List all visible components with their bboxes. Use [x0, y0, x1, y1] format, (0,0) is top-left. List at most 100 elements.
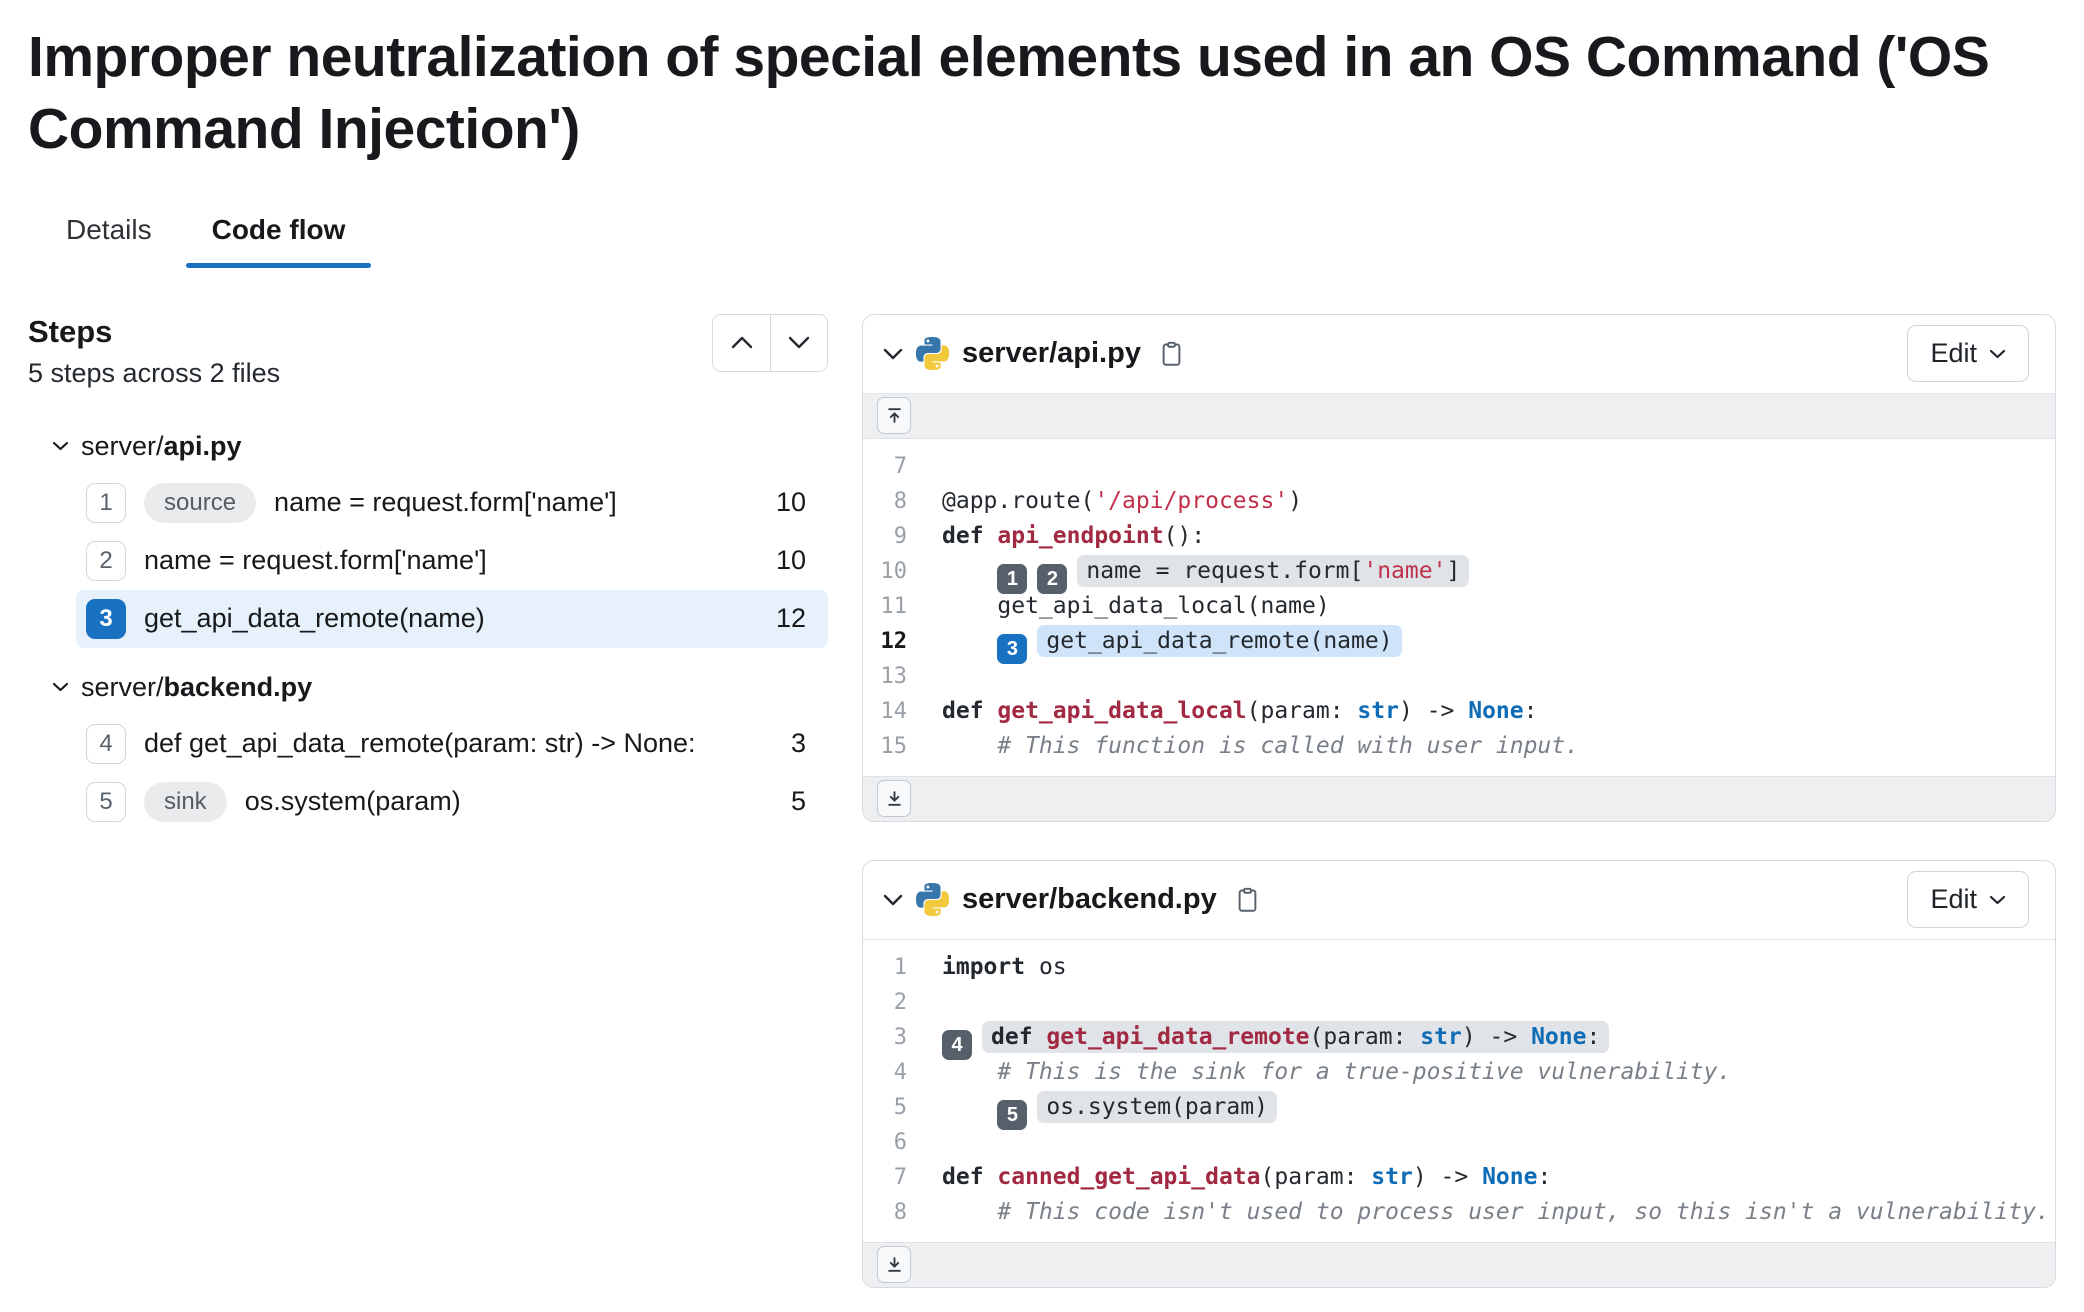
- step-text: name = request.form['name']: [274, 487, 617, 518]
- step-number-badge: 1: [86, 482, 126, 523]
- code-line: 2: [863, 985, 2055, 1020]
- line-number: 2: [893, 989, 907, 1015]
- previous-step-button[interactable]: [713, 314, 770, 371]
- code-text: 4 def get_api_data_remote(param: str) -> …: [907, 1020, 2055, 1061]
- code-step-badge: 2: [1037, 564, 1068, 595]
- code-line: 7: [863, 449, 2055, 484]
- code-line: 13: [863, 659, 2055, 694]
- collapse-button[interactable]: [883, 894, 903, 906]
- code-highlight: os.system(param): [1037, 1090, 1277, 1123]
- line-number: 4: [893, 1059, 907, 1085]
- python-icon: [916, 337, 949, 371]
- step-text: get_api_data_remote(name): [144, 603, 485, 634]
- code-highlight: get_api_data_remote(name): [1037, 624, 1402, 657]
- file-group-filename: api.py: [163, 430, 242, 461]
- code-text: [907, 1125, 2055, 1160]
- chevron-down-icon: [1989, 349, 2006, 359]
- file-name: server/backend.py: [962, 883, 1217, 916]
- copy-button[interactable]: [1234, 886, 1261, 913]
- code-text: import os: [942, 953, 1067, 980]
- code-text: # This function is called with user inpu…: [997, 732, 1579, 759]
- scroll-to-bottom-icon: [885, 1255, 904, 1274]
- chevron-down-icon: [1989, 895, 2006, 905]
- chevron-down-icon: [883, 348, 903, 360]
- code-text: # This is the sink for a true-positive v…: [997, 1058, 1732, 1085]
- step-line-number: 5: [790, 786, 806, 817]
- code-highlight: def get_api_data_remote(param: str) -> N…: [982, 1020, 1610, 1053]
- python-icon: [916, 883, 949, 917]
- code-line: 12 3 get_api_data_remote(name): [863, 624, 2055, 665]
- code-highlight: name = request.form['name']: [1077, 554, 1470, 587]
- scroll-to-top-button[interactable]: [877, 397, 911, 435]
- tab-details[interactable]: Details: [66, 213, 152, 245]
- scroll-to-bottom-button[interactable]: [877, 780, 911, 818]
- code-text: [907, 659, 2055, 694]
- copy-icon: [1234, 886, 1261, 913]
- copy-icon: [1158, 340, 1185, 367]
- page-title: Improper neutralization of special eleme…: [28, 25, 1990, 161]
- line-number: 7: [893, 453, 907, 479]
- chevron-down-icon: [883, 894, 903, 906]
- line-number: 12: [880, 628, 908, 654]
- edit-button-label: Edit: [1930, 338, 1977, 369]
- source-badge: source: [144, 482, 257, 523]
- code-step-badge: 1: [997, 564, 1028, 595]
- code-line: 3 4 def get_api_data_remote(param: str) ->…: [863, 1020, 2055, 1061]
- line-number: 14: [880, 698, 908, 724]
- line-number: 3: [893, 1024, 907, 1050]
- code-line: 6: [863, 1125, 2055, 1160]
- next-step-button[interactable]: [770, 314, 827, 371]
- steps-header-text: Steps 5 steps across 2 files: [28, 314, 280, 389]
- line-number: 1: [893, 954, 907, 980]
- scroll-strip-bottom: [863, 775, 2055, 821]
- step-text: os.system(param): [244, 786, 461, 817]
- file-group-dir: server/: [81, 671, 164, 702]
- code-text: [907, 449, 2055, 484]
- edit-button[interactable]: Edit: [1907, 325, 2029, 383]
- code-line: 8 # This code isn't used to process user…: [863, 1195, 2055, 1230]
- step-line-number: 3: [790, 728, 806, 759]
- steps-panel: Steps 5 steps across 2 files server/api.…: [28, 313, 828, 831]
- file-group-header[interactable]: server/api.py: [28, 423, 828, 474]
- line-number: 13: [880, 663, 908, 689]
- edit-button-label: Edit: [1930, 884, 1977, 915]
- code-step-badge: 3: [997, 634, 1028, 665]
- code-text: 3 get_api_data_remote(name): [907, 624, 2055, 665]
- main-content: Steps 5 steps across 2 files server/api.…: [28, 313, 2056, 1288]
- chevron-down-icon: [52, 441, 69, 451]
- file-group-label: server/api.py: [81, 431, 242, 462]
- code-text: def api_endpoint():: [942, 522, 1206, 549]
- file-group-header[interactable]: server/backend.py: [28, 664, 828, 715]
- line-number: 8: [893, 488, 907, 514]
- line-number: 5: [893, 1094, 907, 1120]
- code-line: 8@app.route('/api/process'): [863, 484, 2055, 519]
- collapse-button[interactable]: [883, 348, 903, 360]
- code-line: 15 # This function is called with user i…: [863, 729, 2055, 764]
- code-step-badge: 4: [942, 1030, 972, 1061]
- step-number-badge: 3: [86, 598, 126, 639]
- step-number-badge: 4: [86, 723, 126, 764]
- copy-button[interactable]: [1158, 340, 1185, 367]
- code-text: [907, 985, 2055, 1020]
- scroll-to-bottom-button[interactable]: [877, 1246, 911, 1284]
- edit-button[interactable]: Edit: [1907, 871, 2029, 929]
- tab-code-flow[interactable]: Code flow: [185, 202, 372, 268]
- code-view: 1 import os 2 3 4 def get_api_data_remote(par…: [863, 940, 2055, 1242]
